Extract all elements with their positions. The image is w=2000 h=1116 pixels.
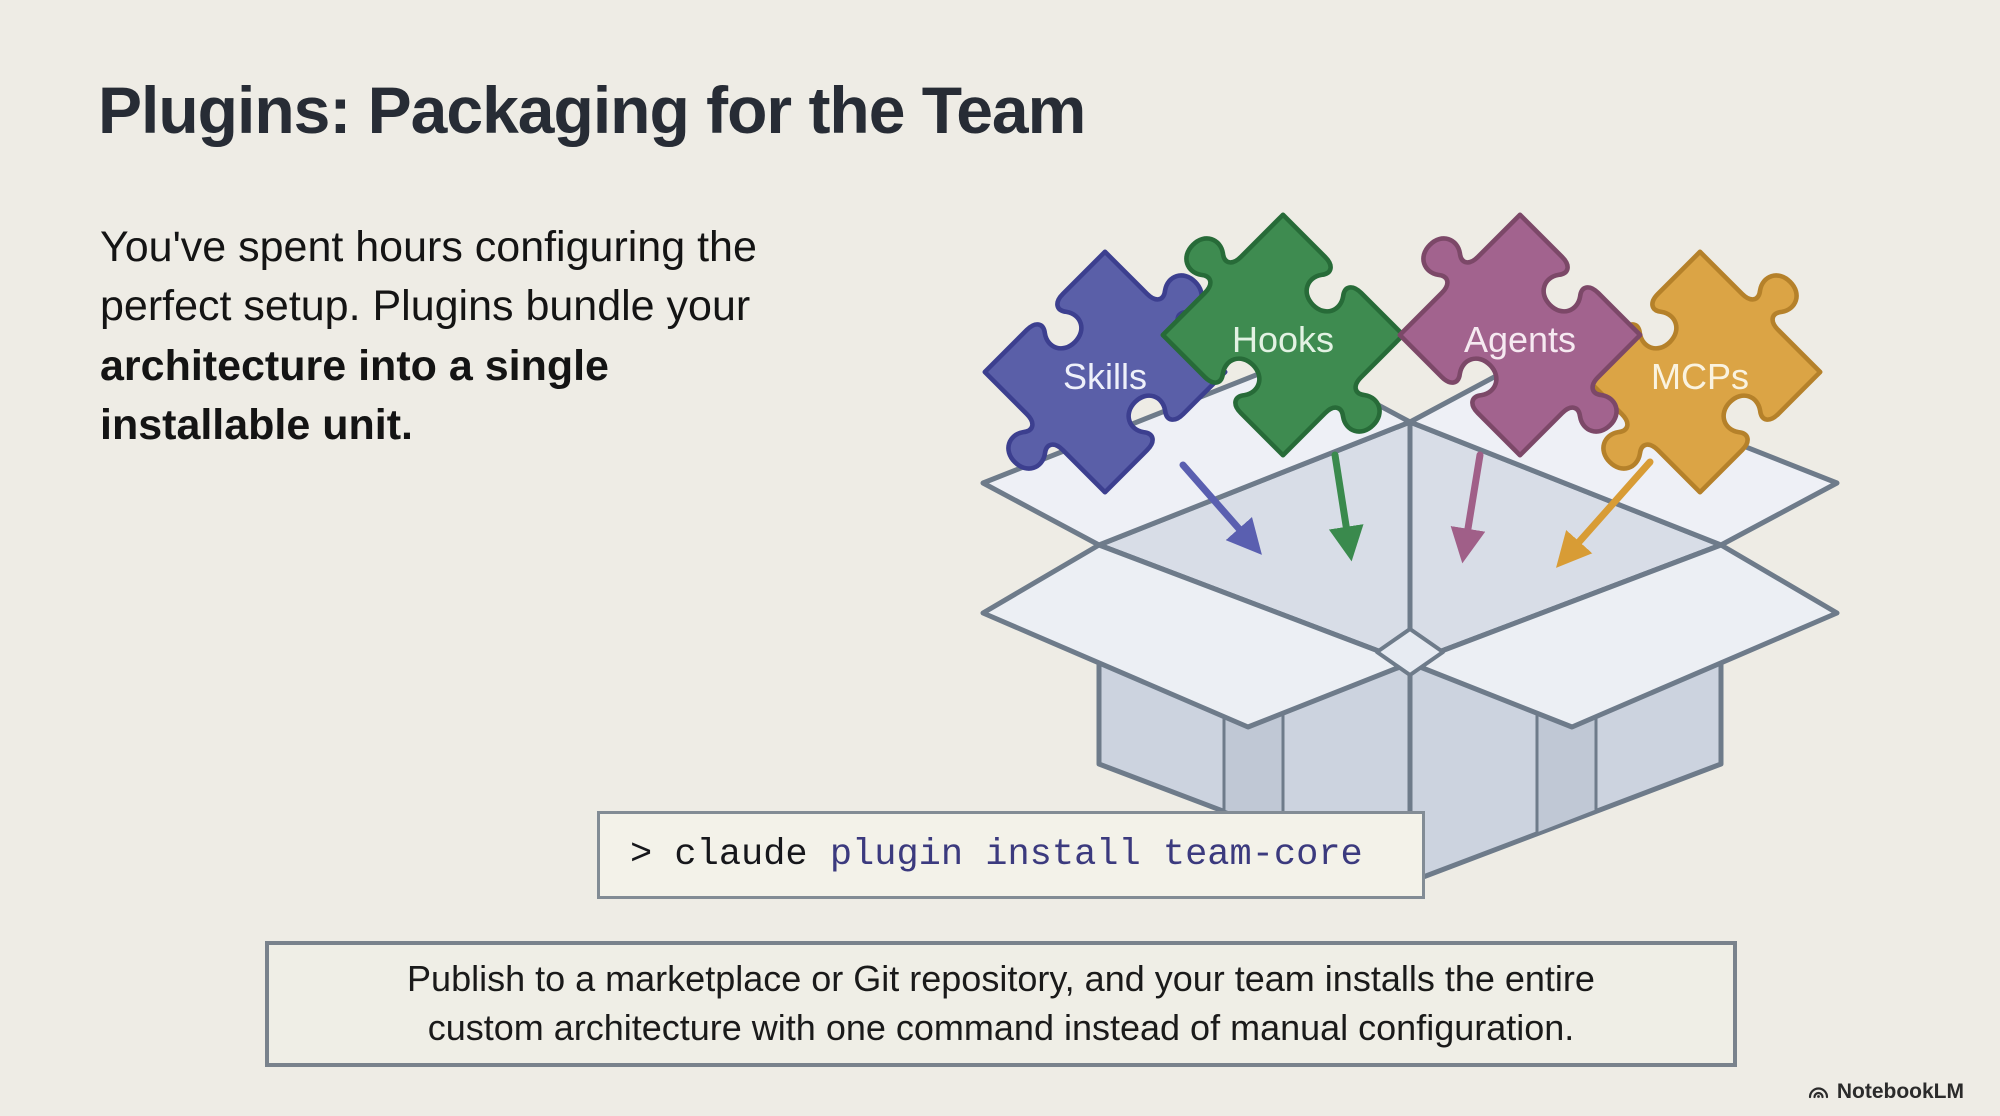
skills-label: Skills [1063, 356, 1147, 397]
skills-arrow [1179, 461, 1262, 555]
agents-puzzle-outline [1397, 212, 1643, 458]
hooks-puzzle-piece [1162, 214, 1404, 456]
mcps-arrow [1556, 458, 1654, 568]
hooks-label: Hooks [1232, 319, 1334, 360]
puzzle-pieces [982, 212, 1823, 495]
intro-emphasis: architecture into a single installable u… [100, 341, 609, 449]
puzzle-labels: Skills Hooks Agents MCPs [1063, 319, 1749, 397]
intro-text: You've spent hours configuring the perfe… [100, 223, 757, 331]
mcps-puzzle-piece [1579, 251, 1821, 493]
page-title: Plugins: Packaging for the Team [98, 73, 1086, 147]
agents-puzzle-piece [1399, 214, 1641, 456]
notebooklm-label: NotebookLM [1836, 1080, 1964, 1103]
notebooklm-watermark: NotebookLM [1806, 1080, 1964, 1104]
plugin-box-diagram: Skills Hooks Agents MCPs [980, 212, 1840, 885]
terminal-prompt: > claude [630, 834, 830, 876]
terminal-command-box: > claude plugin install team-core [597, 811, 1425, 899]
notebooklm-logo-icon [1808, 1087, 1828, 1099]
footer-note-line2: custom architecture with one command ins… [427, 1007, 1575, 1048]
intro-paragraph: You've spent hours configuring the perfe… [100, 218, 800, 455]
box-left-outer-flap [980, 542, 1413, 730]
box-right-outer-flap [1407, 542, 1840, 730]
footer-note-box: Publish to a marketplace or Git reposito… [265, 941, 1737, 1067]
agents-label: Agents [1464, 319, 1576, 360]
terminal-command: plugin install team-core [829, 834, 1363, 876]
hooks-arrow [1328, 451, 1364, 562]
skills-puzzle-piece [984, 251, 1226, 493]
mcps-puzzle-outline [1577, 249, 1823, 495]
footer-note-line1: Publish to a marketplace or Git reposito… [407, 958, 1595, 1000]
mcps-label: MCPs [1651, 356, 1749, 397]
drop-arrows [1179, 451, 1654, 568]
agents-arrow [1450, 451, 1486, 564]
